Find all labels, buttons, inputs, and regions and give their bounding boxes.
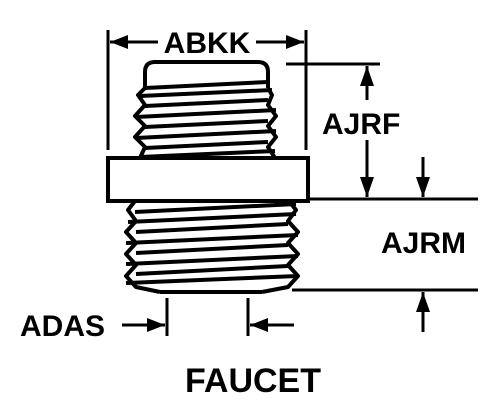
ajrm-arrow-down — [416, 177, 430, 197]
upper-thread-right-flank — [266, 87, 278, 160]
upper-thread-section — [133, 60, 278, 160]
flange-collar — [106, 156, 310, 203]
abkk-arrow-left — [110, 35, 128, 49]
abkk-arrow-right — [286, 35, 304, 49]
diagram-title: FAUCET — [185, 362, 321, 400]
ajrf-arrow-down — [360, 177, 374, 197]
dimension-ajrf — [286, 62, 478, 201]
lower-thread-section — [124, 199, 300, 294]
adas-arrow-left — [147, 318, 165, 332]
ajrm-arrow-up — [416, 292, 430, 312]
lower-thread-lines — [125, 202, 299, 294]
upper-thread-lines — [135, 80, 277, 159]
lower-thread-left-flank — [124, 199, 161, 294]
ajrm-label: AJRM — [381, 227, 466, 260]
ajrf-arrow-up — [360, 66, 374, 86]
adas-arrow-right — [250, 318, 268, 332]
abkk-label: ABKK — [164, 27, 251, 60]
adas-label: ADAS — [20, 310, 105, 343]
upper-thread-cap — [143, 60, 270, 88]
dimension-ajrm — [292, 157, 478, 332]
upper-thread-left-flank — [133, 86, 147, 159]
dimension-adas — [122, 298, 294, 336]
dimension-abkk — [106, 30, 308, 150]
ajrf-label: AJRF — [322, 108, 400, 141]
